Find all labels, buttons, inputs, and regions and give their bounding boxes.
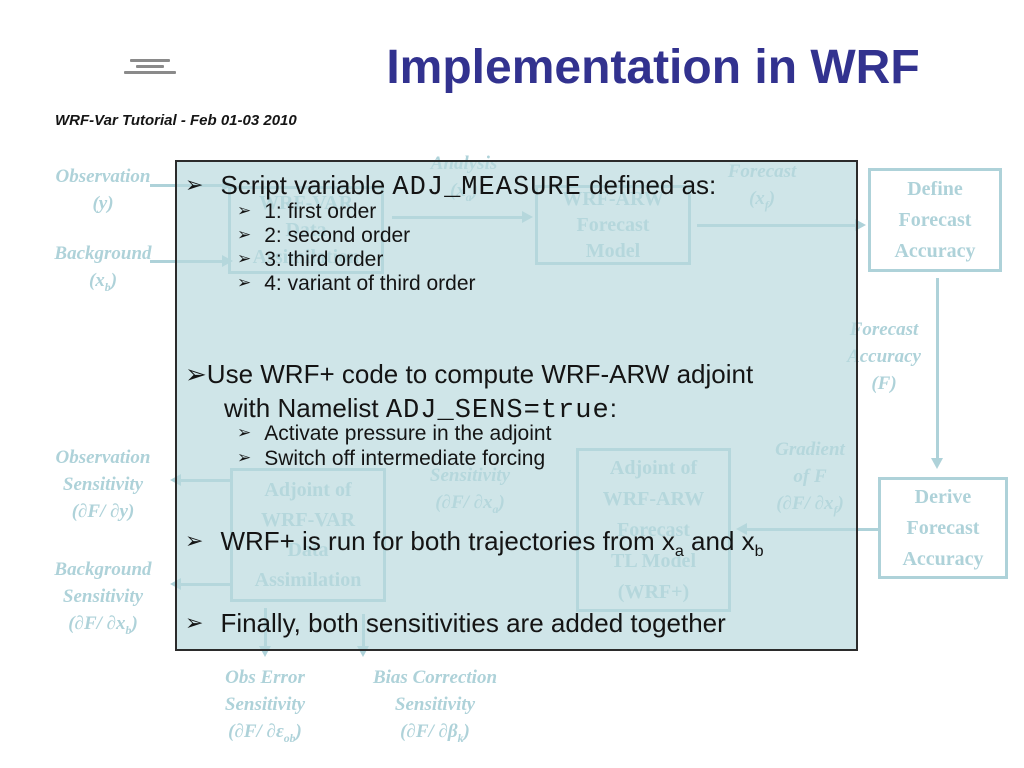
arrow-define-to-derive <box>936 278 939 460</box>
arrowhead-down-icon <box>357 646 369 657</box>
label-line: Background <box>54 243 152 264</box>
bullet-arrow-icon: ➢ <box>185 611 204 636</box>
bullet-arrow-icon: ➢ <box>237 448 252 468</box>
label-obs-error-sensitivity: Obs Error Sensitivity (∂F/ ∂εob) <box>198 664 332 752</box>
box-text-line: Derive <box>914 485 972 508</box>
label-observation-y: Observation (y) <box>36 163 170 217</box>
bullet-text: Switch off intermediate forcing <box>264 447 546 470</box>
code-adj-measure: ADJ_MEASURE <box>392 172 582 203</box>
bullet-second-order: ➢ 2: second order <box>237 224 410 248</box>
box-text-line: Forecast <box>898 208 972 231</box>
box-derive-forecast-accuracy: Derive Forecast Accuracy <box>878 477 1008 579</box>
bullet-sensitivities-added: ➢ Finally, both sensitivities are added t… <box>185 608 726 639</box>
label-forecast-accuracy-f: Forecast Accuracy (F) <box>825 316 943 397</box>
bullet-arrow-icon: ➢ <box>185 360 207 390</box>
bullet-text: with Namelist <box>224 393 386 423</box>
organization-logo <box>120 56 180 77</box>
logo-text-line <box>130 59 170 62</box>
label-line: (∂F/ ∂y) <box>71 501 135 522</box>
arrowhead-down-icon <box>259 646 271 657</box>
label-line: (∂F/ ∂xb) <box>68 613 138 637</box>
slide-title: Implementation in WRF <box>386 41 920 94</box>
box-text-line: Forecast <box>906 516 980 539</box>
label-line: Accuracy <box>847 346 921 367</box>
bullet-line: ➢Use WRF+ code to compute WRF-ARW adjoin… <box>185 358 753 392</box>
box-text-line: Define <box>907 177 963 200</box>
bullet-activate-pressure: ➢ Activate pressure in the adjoint <box>237 422 551 446</box>
label-observation-sensitivity: Observation Sensitivity (∂F/ ∂y) <box>36 444 170 525</box>
bullet-line: with Namelist ADJ_SENS=true: <box>224 392 753 427</box>
bullet-text: defined as: <box>581 170 717 200</box>
logo-text-line <box>124 71 176 74</box>
bullet-text: 3: third order <box>264 248 384 271</box>
label-bias-correction-sensitivity: Bias Correction Sensitivity (∂F/ ∂βk) <box>352 664 518 752</box>
bullet-arrow-icon: ➢ <box>237 225 252 245</box>
bullet-switch-off-forcing: ➢ Switch off intermediate forcing <box>237 447 545 471</box>
label-line: Observation <box>55 447 151 468</box>
box-text-line: Accuracy <box>902 547 984 570</box>
box-text-line: Accuracy <box>894 239 976 262</box>
label-line: Sensitivity <box>394 694 476 715</box>
box-define-forecast-accuracy: Define Forecast Accuracy <box>868 168 1002 272</box>
arrowhead-down-icon <box>931 458 943 469</box>
bullet-arrow-icon: ➢ <box>237 249 252 269</box>
label-line: Background <box>54 559 152 580</box>
bullet-arrow-icon: ➢ <box>185 529 204 554</box>
bullet-variant-third-order: ➢ 4: variant of third order <box>237 272 476 296</box>
label-line: (∂F/ ∂βk) <box>400 721 470 745</box>
label-line: Forecast <box>849 319 919 340</box>
label-line: Observation <box>55 166 151 187</box>
bullet-arrow-icon: ➢ <box>185 173 204 198</box>
bullet-arrow-icon: ➢ <box>237 201 252 221</box>
label-line: (F) <box>871 373 897 394</box>
code-adj-sens: ADJ_SENS=true <box>385 395 610 426</box>
bullet-third-order: ➢ 3: third order <box>237 248 383 272</box>
label-background-xb: Background (xb) <box>36 240 170 301</box>
label-line: (xb) <box>88 270 118 294</box>
label-line: Sensitivity <box>62 586 144 607</box>
label-background-sensitivity: Background Sensitivity (∂F/ ∂xb) <box>36 556 170 644</box>
label-line: (y) <box>92 193 114 214</box>
bullet-arrow-icon: ➢ <box>237 273 252 293</box>
label-line: Obs Error <box>225 667 305 688</box>
bullet-text: Use WRF+ code to compute WRF-ARW adjoint <box>206 359 754 389</box>
logo-text-line <box>136 65 164 68</box>
bullet-overlay-panel: ➢Script variable ADJ_MEASURE defined as:… <box>175 160 858 651</box>
bullet-text: Script variable <box>220 170 393 200</box>
bullet-text: 2: second order <box>264 224 411 247</box>
bullet-use-wrf-plus: ➢Use WRF+ code to compute WRF-ARW adjoin… <box>185 358 753 427</box>
label-line: (∂F/ ∂εob) <box>228 721 302 745</box>
label-line: Sensitivity <box>62 474 144 495</box>
bullet-wrf-plus-trajectories: ➢ WRF+ is run for both trajectories from … <box>185 526 764 561</box>
arrowhead-right-icon <box>855 219 866 231</box>
bullet-text: WRF+ is run for both trajectories from x… <box>220 526 764 561</box>
bullet-first-order: ➢ 1: first order <box>237 200 376 224</box>
bullet-text: 4: variant of third order <box>264 272 476 295</box>
bullet-text: Finally, both sensitivities are added to… <box>220 608 726 638</box>
bullet-script-variable: ➢ Script variable ADJ_MEASURE defined as: <box>185 170 716 203</box>
bullet-text: 1: first order <box>264 200 377 223</box>
bullet-text: : <box>609 393 617 423</box>
label-line: Sensitivity <box>224 694 306 715</box>
bullet-arrow-icon: ➢ <box>237 423 252 443</box>
label-line: Bias Correction <box>372 667 498 688</box>
bullet-text: Activate pressure in the adjoint <box>264 422 552 445</box>
slide-subtitle: WRF-Var Tutorial - Feb 01-03 2010 <box>55 112 297 129</box>
